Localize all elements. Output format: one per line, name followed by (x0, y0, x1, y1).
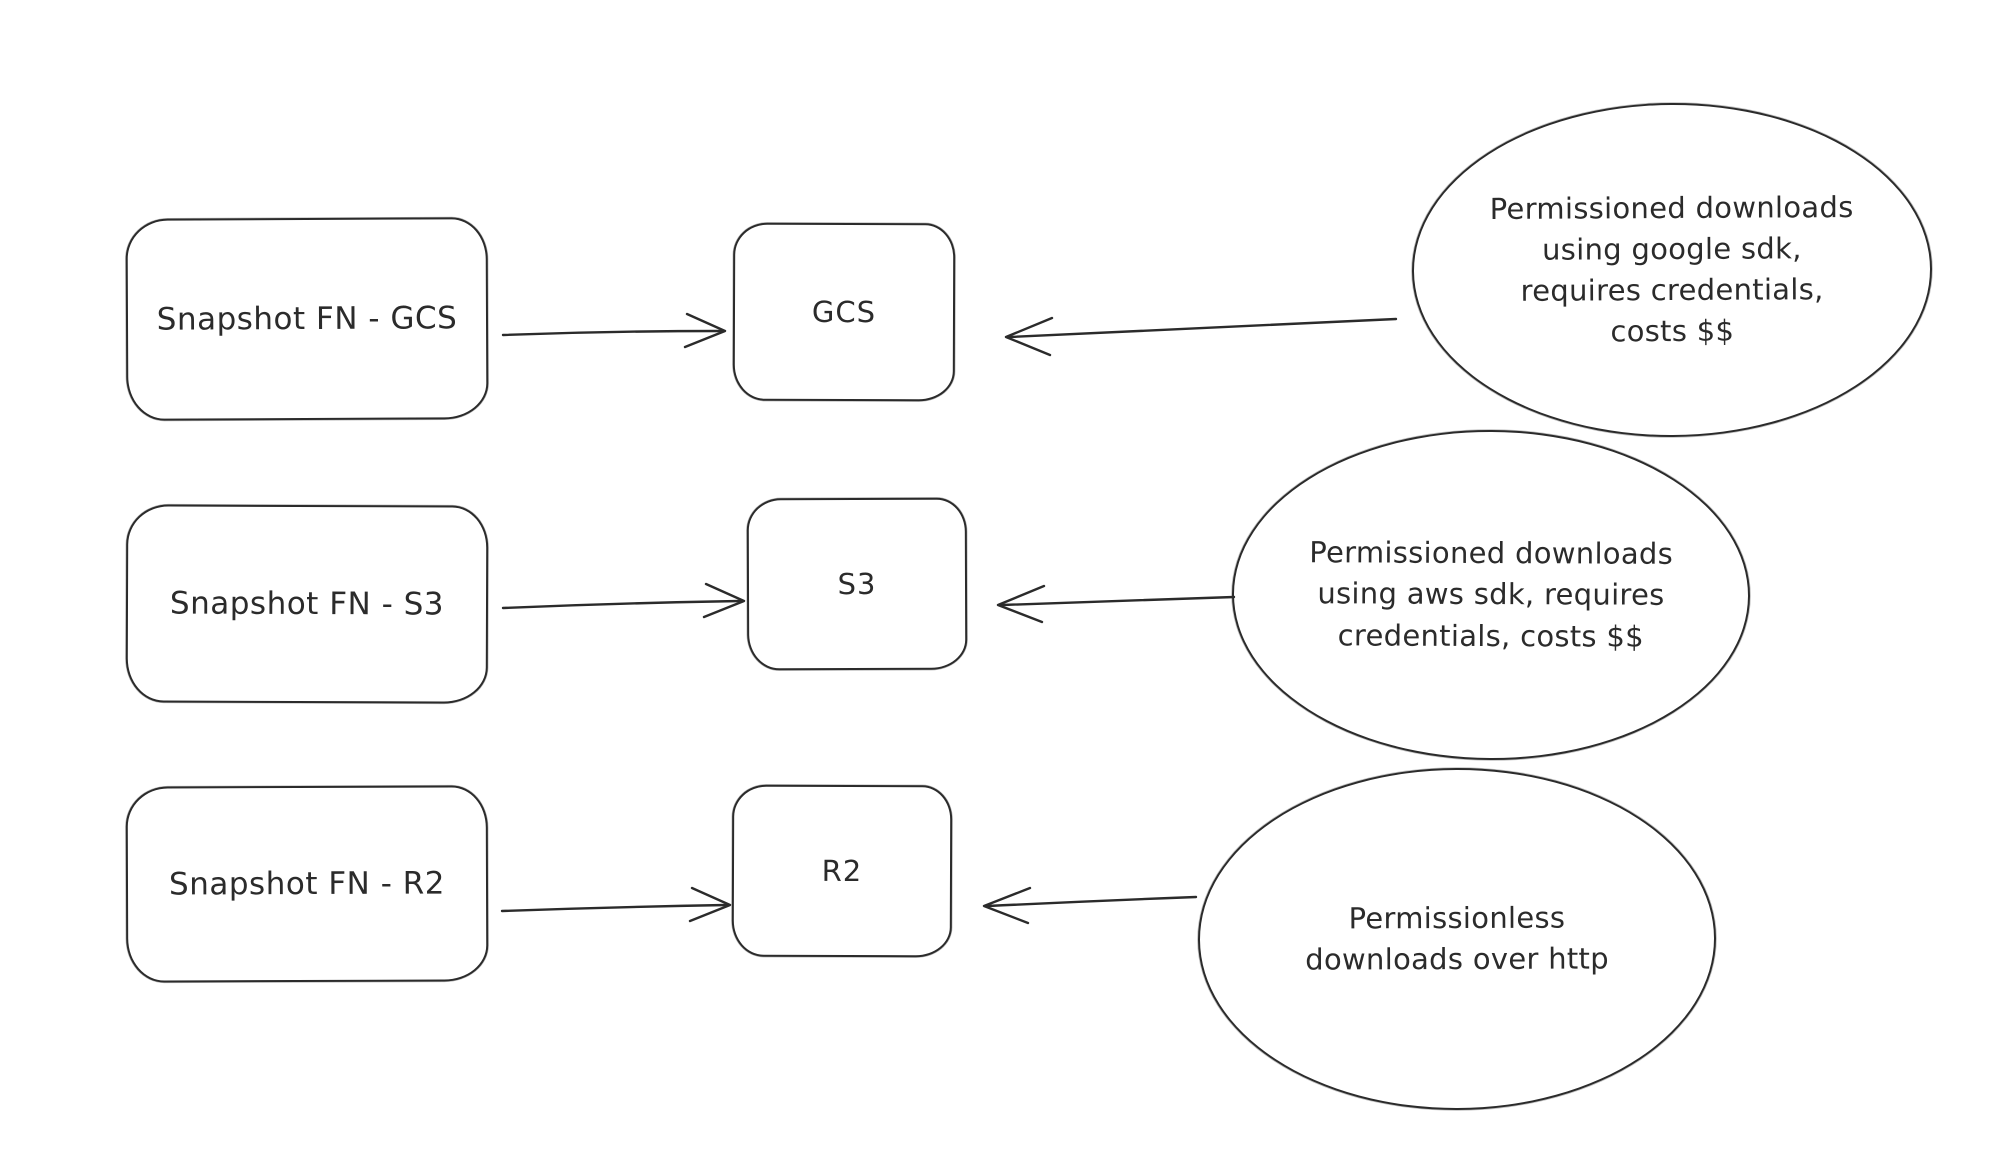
note-text: Permissionless downloads over http (1305, 900, 1609, 977)
node-gcs: GCS (732, 222, 956, 402)
note-ellipse-gcs: Permissioned downloads using google sdk,… (1411, 101, 1933, 439)
node-label: R2 (821, 853, 863, 889)
node-r2: R2 (731, 784, 953, 958)
right-arrow-icon (500, 886, 732, 923)
node-snapshot-fn-r2: Snapshot FN - R2 (125, 785, 489, 983)
left-arrow-icon (996, 584, 1236, 624)
note-ellipse-s3: Permissioned downloads using aws sdk, re… (1231, 428, 1751, 762)
note-ellipse-r2: Permissionless downloads over http (1197, 767, 1717, 1111)
node-label: Snapshot FN - S3 (169, 585, 445, 623)
node-label: GCS (811, 294, 877, 330)
left-arrow-icon (982, 886, 1198, 925)
node-snapshot-fn-s3: Snapshot FN - S3 (125, 504, 489, 704)
node-label: S3 (837, 566, 877, 602)
right-arrow-icon (501, 582, 746, 619)
node-label: Snapshot FN - GCS (156, 300, 458, 338)
node-label: Snapshot FN - R2 (168, 865, 446, 903)
node-s3: S3 (746, 497, 968, 671)
note-text: Permissioned downloads using google sdk,… (1489, 189, 1854, 349)
note-text: Permissioned downloads using aws sdk, re… (1309, 535, 1674, 654)
node-snapshot-fn-gcs: Snapshot FN - GCS (125, 217, 489, 421)
left-arrow-icon (1004, 316, 1398, 357)
right-arrow-icon (501, 312, 727, 349)
